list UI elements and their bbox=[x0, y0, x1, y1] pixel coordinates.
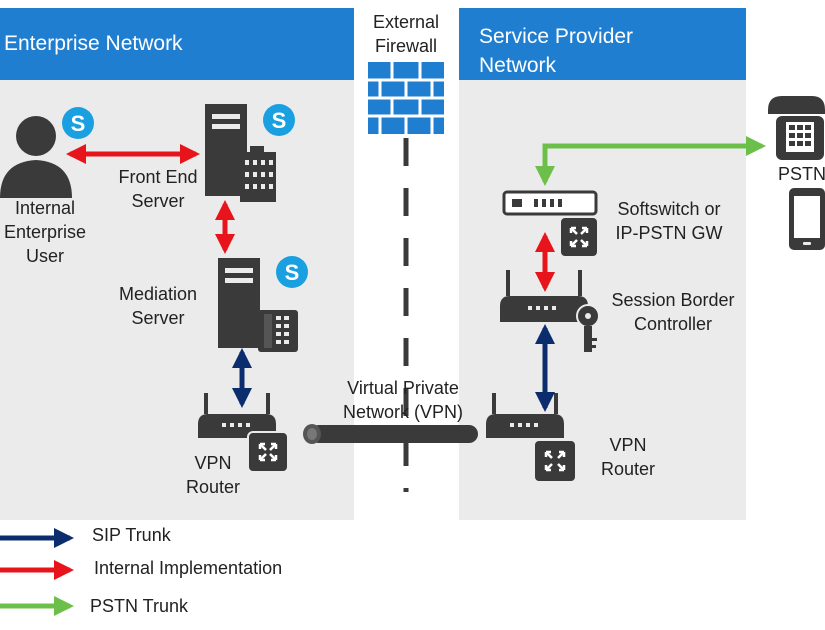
service-provider-title-line1: Service Provider bbox=[479, 25, 634, 48]
router-icon-enterprise bbox=[198, 393, 289, 473]
svg-text:S: S bbox=[71, 111, 86, 136]
user-icon bbox=[0, 116, 72, 198]
service-provider-title-line2: Network bbox=[479, 54, 557, 77]
svg-text:S: S bbox=[285, 260, 300, 285]
router-icon-sbc bbox=[500, 270, 588, 322]
skype-icon-front-end: S bbox=[263, 104, 295, 136]
skype-icon-user: S bbox=[62, 107, 94, 139]
router-icon-provider bbox=[486, 393, 577, 483]
mobile-phone-icon bbox=[789, 188, 825, 250]
server-icon-mediation bbox=[218, 258, 260, 348]
server-icon-front-end bbox=[205, 104, 276, 202]
vpn-tunnel-icon bbox=[303, 424, 478, 444]
phone-icon-mediation bbox=[258, 310, 298, 352]
legend-internal-implementation: Internal Implementation bbox=[94, 558, 283, 578]
desk-phone-icon bbox=[768, 96, 825, 160]
legend-sip-trunk: SIP Trunk bbox=[92, 525, 171, 545]
firewall-icon bbox=[368, 62, 444, 134]
skype-icon-mediation: S bbox=[276, 256, 308, 288]
service-provider-title: Service Provider Network bbox=[459, 8, 746, 80]
svg-text:S: S bbox=[272, 108, 287, 133]
legend-pstn-trunk: PSTN Trunk bbox=[90, 596, 189, 616]
connector-softswitch-pstn bbox=[535, 136, 766, 186]
softswitch-icon bbox=[502, 190, 599, 258]
key-icon bbox=[576, 304, 600, 352]
pstn-label: PSTN bbox=[778, 164, 825, 184]
enterprise-network-title: Enterprise Network bbox=[0, 8, 354, 80]
